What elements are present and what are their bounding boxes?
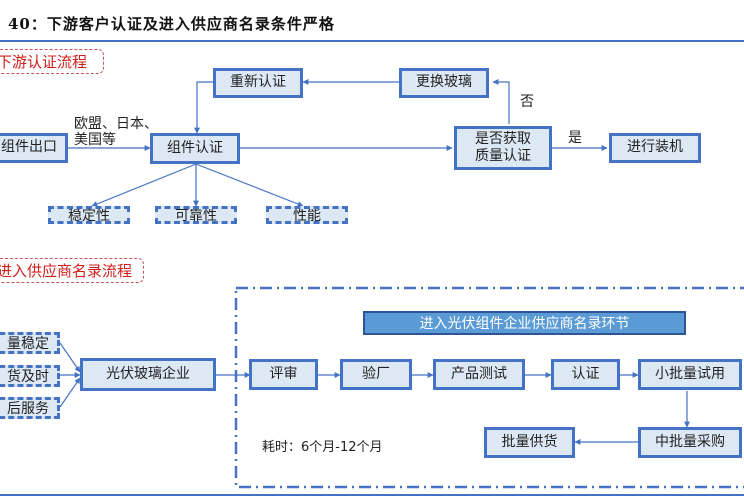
- criterion-reliability: 可靠性: [155, 206, 237, 224]
- node-replace-glass: 更换玻璃: [399, 68, 489, 98]
- section-label-supplier: 进入供应商名录流程: [0, 258, 144, 283]
- section-label-text: 下游认证流程: [0, 53, 88, 71]
- node-recert: 重新认证: [213, 68, 303, 98]
- label-markets-1: 欧盟、日本、: [74, 116, 158, 132]
- arrow-recert-to-cert: [194, 81, 213, 134]
- section-label-text: 进入供应商名录流程: [0, 262, 133, 280]
- section-label-downstream: 下游认证流程: [0, 49, 104, 74]
- node-export: 组件出口: [0, 133, 68, 163]
- duration-note: 耗时：6个月-12个月: [262, 440, 383, 455]
- label-no: 否: [520, 94, 534, 110]
- supplier-stage-banner: 进入光伏组件企业供应商名录环节: [363, 311, 686, 335]
- step-small-batch-trial: 小批量试用: [638, 359, 742, 390]
- step-factory-audit: 验厂: [340, 359, 412, 390]
- requirement-quality: 量稳定: [0, 332, 60, 354]
- figure-title: 40：下游客户认证及进入供应商名录条件严格: [8, 15, 335, 33]
- arrow-cert-to-performance: [195, 163, 304, 207]
- decision-line-2: 质量认证: [475, 148, 531, 164]
- requirement-delivery: 货及时: [0, 365, 60, 387]
- node-decision: 是否获取 质量认证: [454, 126, 552, 170]
- requirement-service: 后服务: [0, 397, 60, 419]
- bottom-rule: [0, 494, 744, 496]
- title-rule: [0, 40, 744, 42]
- step-product-test: 产品测试: [433, 359, 525, 390]
- arrow-decision-to-replace: [492, 79, 510, 124]
- arrow-req3: [59, 377, 81, 408]
- arrow-cert-to-stability: [91, 163, 197, 207]
- node-assemble: 进行装机: [609, 133, 701, 163]
- label-markets-2: 美国等: [74, 132, 116, 148]
- node-module-cert: 组件认证: [150, 133, 240, 164]
- decision-line-1: 是否获取: [475, 130, 531, 147]
- step-bulk-supply: 批量供货: [484, 427, 575, 458]
- criterion-performance: 性能: [266, 206, 348, 224]
- label-yes: 是: [568, 130, 582, 146]
- step-review: 评审: [249, 359, 318, 390]
- criterion-stability: 稳定性: [48, 206, 130, 224]
- step-certification: 认证: [551, 359, 620, 390]
- arrow-req1: [59, 342, 81, 373]
- node-glass-company: 光伏玻璃企业: [80, 358, 216, 391]
- step-mid-batch: 中批量采购: [638, 427, 742, 458]
